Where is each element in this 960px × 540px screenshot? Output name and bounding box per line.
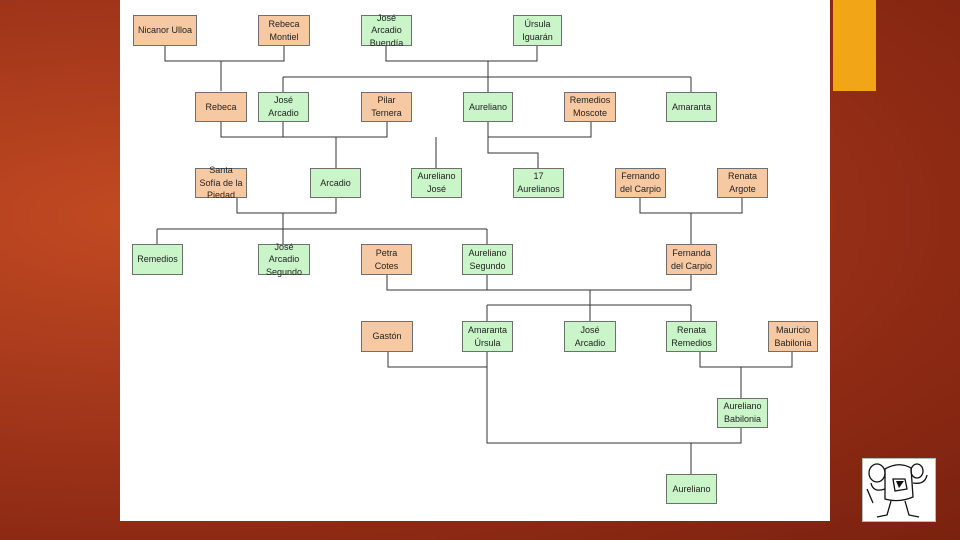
person-name: José Arcadio Segundo <box>261 241 307 279</box>
person-name: Santa Sofía de la Piedad <box>198 164 244 202</box>
person-name: José Arcadio <box>567 324 613 349</box>
person-name: Amaranta Úrsula <box>465 324 510 349</box>
person-name: Pilar Ternera <box>364 94 409 119</box>
person-box: Remedios Moscote <box>564 92 616 122</box>
person-name: Gastón <box>372 330 401 343</box>
person-box: Petra Cotes <box>361 244 412 275</box>
person-box: Nicanor Ulloa <box>133 15 197 46</box>
person-box: Aureliano <box>666 474 717 504</box>
connector <box>388 352 487 367</box>
person-box: Renata Argote <box>717 168 768 198</box>
person-box: José Arcadio <box>564 321 616 352</box>
person-name: José Arcadio Buendía <box>364 12 409 50</box>
person-name: Renata Argote <box>720 170 765 195</box>
person-name: Mauricio Babilonia <box>771 324 815 349</box>
person-box: Gastón <box>361 321 413 352</box>
person-name: Renata Remedios <box>669 324 714 349</box>
person-box: José Arcadio <box>258 92 309 122</box>
person-name: Arcadio <box>320 177 351 190</box>
connector <box>221 46 284 61</box>
person-box: Pilar Ternera <box>361 92 412 122</box>
connector <box>640 198 742 213</box>
cartoon-mascot-icon <box>862 458 936 522</box>
person-name: Petra Cotes <box>364 247 409 272</box>
person-box: Amaranta Úrsula <box>462 321 513 352</box>
person-name: Aureliano José <box>414 170 459 195</box>
person-name: Aureliano Babilonia <box>720 400 765 425</box>
person-box: Fernanda del Carpio <box>666 244 717 275</box>
person-name: Amaranta <box>672 101 711 114</box>
person-name: Fernanda del Carpio <box>669 247 714 272</box>
person-name: Rebeca <box>205 101 236 114</box>
person-box: José Arcadio Segundo <box>258 244 310 275</box>
person-name: Rebeca Montiel <box>261 18 307 43</box>
person-box: Aureliano Segundo <box>462 244 513 275</box>
connector <box>488 122 591 137</box>
person-box: Rebeca <box>195 92 247 122</box>
person-name: 17 Aurelianos <box>516 170 561 195</box>
person-name: Nicanor Ulloa <box>138 24 192 37</box>
connector <box>387 275 487 290</box>
connector <box>165 46 221 91</box>
person-name: Úrsula Iguarán <box>516 18 559 43</box>
person-box: Aureliano <box>463 92 513 122</box>
person-name: Aureliano <box>672 483 710 496</box>
person-box: Úrsula Iguarán <box>513 15 562 46</box>
connector <box>700 352 792 367</box>
family-tree-canvas: Nicanor Ulloa Rebeca Montiel José Arcadi… <box>120 0 830 521</box>
connector <box>487 275 691 290</box>
person-box: José Arcadio Buendía <box>361 15 412 46</box>
person-box: Amaranta <box>666 92 717 122</box>
person-name: Aureliano <box>469 101 507 114</box>
connector <box>487 352 741 443</box>
person-box: Mauricio Babilonia <box>768 321 818 352</box>
connector <box>221 122 387 137</box>
person-name: Aureliano Segundo <box>465 247 510 272</box>
person-box: Aureliano Babilonia <box>717 398 768 428</box>
person-name: Remedios <box>137 253 178 266</box>
person-box: Arcadio <box>310 168 361 198</box>
person-box: Rebeca Montiel <box>258 15 310 46</box>
person-box: Fernando del Carpio <box>615 168 666 198</box>
person-box: Remedios <box>132 244 183 275</box>
person-box: Renata Remedios <box>666 321 717 352</box>
person-name: José Arcadio <box>261 94 306 119</box>
connector <box>237 198 336 213</box>
person-name: Fernando del Carpio <box>618 170 663 195</box>
person-box: Santa Sofía de la Piedad <box>195 168 247 198</box>
person-box: Aureliano José <box>411 168 462 198</box>
connector <box>488 137 538 168</box>
orange-accent-block <box>833 0 876 91</box>
person-box: 17 Aurelianos <box>513 168 564 198</box>
person-name: Remedios Moscote <box>567 94 613 119</box>
